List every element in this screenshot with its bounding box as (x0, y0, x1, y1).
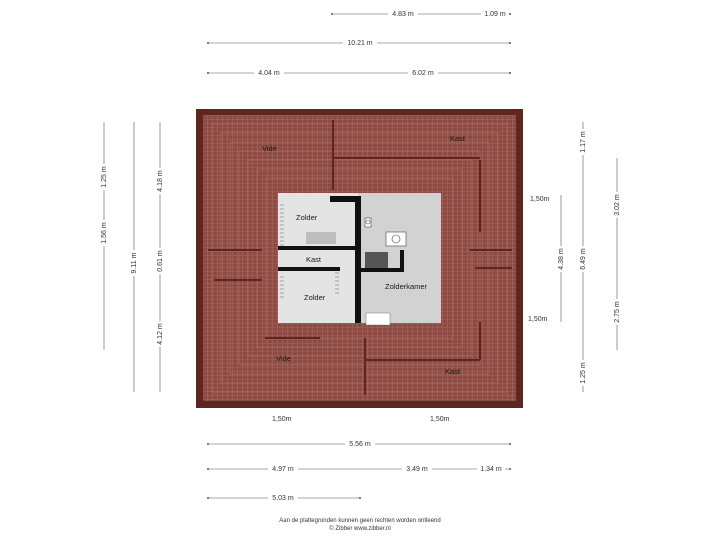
dim-left-0-61: 0.61 m (157, 250, 164, 272)
door-hatch-1 (280, 204, 284, 246)
height-right-upper: 1,50m (530, 196, 550, 203)
dim-top-6-02: 6.02 m (412, 70, 434, 77)
dim-top-1-09: 1.09 m (484, 11, 506, 18)
room-zolder-top: Zolder (296, 213, 318, 222)
door-hatch-2 (280, 276, 284, 300)
dim-right-1-25: 1.25 m (580, 362, 587, 384)
dimension-labels-horizontal: 4.83 m 1.09 m 10.21 m 4.04 m 6.02 m 5.56… (254, 9, 509, 502)
dim-top-4-04: 4.04 m (258, 70, 280, 77)
wall-right-post (400, 250, 404, 272)
boiler-icon (385, 231, 407, 247)
attic-interior (278, 193, 441, 326)
dim-left-9-11: 9.11 m (131, 252, 138, 273)
dim-top-10-21: 10.21 m (347, 40, 372, 47)
toilet-icon (364, 217, 372, 228)
door-hatch-3 (335, 272, 339, 296)
cabinet-top (306, 232, 336, 244)
wall-kast-top (278, 246, 358, 250)
stair-landing (365, 312, 391, 326)
dim-right-4-38: 4.38 m (558, 248, 565, 270)
footer-credit: © Zibber www.zibber.nl (329, 526, 391, 532)
dim-top-4-83: 4.83 m (392, 11, 414, 18)
wall-center (355, 196, 361, 323)
dim-bottom-4-97: 4.97 m (272, 466, 294, 473)
wall-kast-bottom (278, 267, 340, 271)
dim-bottom-5-56: 5.56 m (349, 441, 371, 448)
dim-right-2-75: 2.75 m (614, 301, 621, 323)
room-labels: Vide Kast Zolder Kast Zolder Zolderkamer… (262, 134, 466, 376)
room-kast-mid: Kast (306, 255, 322, 264)
dimension-lines (103, 13, 618, 499)
dim-left-1-25: 1.25 m (101, 166, 108, 188)
dim-left-1-56: 1.56 m (101, 222, 108, 244)
room-vide-bottom: Vide (276, 354, 291, 363)
dim-left-4-18: 4.18 m (157, 170, 164, 192)
height-bottom-left: 1,50m (272, 416, 292, 423)
height-right-lower: 1,50m (528, 316, 548, 323)
room-kast-bottom: Kast (445, 367, 461, 376)
kast-mid-room (278, 250, 358, 270)
dim-right-3-02: 3.02 m (614, 194, 621, 216)
height-markers: 1,50m 1,50m 1,50m 1,50m (272, 196, 550, 423)
wall-top (330, 196, 360, 202)
dim-right-1-17: 1.17 m (580, 131, 587, 153)
dimension-labels-vertical: 1.56 m 1.25 m 9.11 m 4.18 m 0.61 m 4.12 … (100, 129, 622, 386)
room-kast-top: Kast (450, 134, 466, 143)
room-vide-top: Vide (262, 144, 277, 153)
height-bottom-right: 1,50m (430, 416, 450, 423)
zolder-bottom-room (278, 270, 358, 323)
dim-left-4-12: 4.12 m (157, 323, 164, 345)
room-zolderkamer: Zolderkamer (385, 282, 428, 291)
dim-bottom-5-03: 5.03 m (272, 495, 294, 502)
dim-bottom-3-49: 3.49 m (406, 466, 428, 473)
chimney-block (365, 252, 388, 268)
dim-bottom-1-34: 1.34 m (480, 466, 502, 473)
wall-right-short (361, 268, 403, 272)
footer-disclaimer: Aan de plattegronden kunnen geen rechten… (279, 518, 441, 524)
dim-right-6-49: 6.49 m (580, 248, 587, 270)
room-zolder-bottom: Zolder (304, 293, 326, 302)
